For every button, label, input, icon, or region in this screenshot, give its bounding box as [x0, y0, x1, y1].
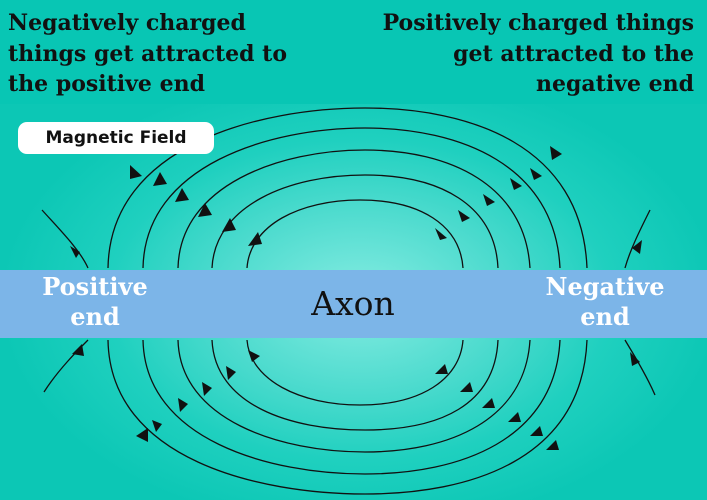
arrow-head [510, 178, 522, 190]
arrow-head [136, 428, 148, 442]
arrow-head [72, 344, 84, 356]
arrow-head [632, 240, 642, 254]
arrow-head [222, 218, 236, 232]
arrow-head [198, 203, 212, 217]
arrow-head [248, 232, 262, 246]
arrow-head [550, 146, 562, 160]
field-line-upper-4 [142, 127, 561, 269]
arrow-head [435, 364, 448, 374]
magnetic-field-label: Magnetic Field [18, 122, 214, 154]
arrow-head [546, 440, 559, 450]
arrow-head [458, 210, 470, 222]
arrow-head [482, 398, 495, 408]
arrow-head [178, 398, 188, 412]
arrow-head [153, 172, 167, 186]
field-line-upper-2 [211, 174, 499, 269]
field-line-lower-1 [246, 339, 464, 406]
field-line-upper-7 [624, 209, 651, 269]
negative-end-label: Negative end [545, 272, 665, 331]
arrow-head [175, 188, 189, 202]
arrow-head [70, 246, 80, 258]
field-line-upper-6 [41, 209, 89, 269]
arrow-head [530, 426, 543, 436]
axon-bar [0, 270, 707, 338]
arrow-head [435, 228, 447, 240]
arrow-head [483, 194, 495, 206]
arrow-head [152, 420, 162, 432]
axon-label: Axon [311, 284, 395, 323]
arrow-head [460, 382, 473, 392]
field-line-lower-5 [107, 339, 588, 495]
arrow-head [530, 168, 542, 180]
arrow-head [630, 352, 640, 366]
field-line-upper-3 [177, 149, 531, 269]
caption-negative-attraction: Negatively charged things get attracted … [8, 10, 287, 97]
field-line-lower-2 [211, 339, 499, 431]
arrow-head [248, 350, 260, 362]
field-line-upper-5 [107, 107, 588, 269]
field-line-upper-1 [246, 199, 464, 269]
field-line-lower-7 [624, 339, 656, 396]
field-line-lower-6 [43, 339, 89, 393]
field-line-lower-4 [142, 339, 561, 475]
caption-band [0, 0, 707, 104]
arrow-head [508, 412, 521, 422]
positive-end-label: Positive end [42, 272, 148, 331]
arrow-head [130, 165, 142, 179]
field-line-lower-3 [177, 339, 531, 453]
arrow-head [202, 382, 212, 396]
arrow-head [226, 366, 236, 380]
caption-positive-attraction: Positively charged things get attracted … [382, 10, 694, 97]
